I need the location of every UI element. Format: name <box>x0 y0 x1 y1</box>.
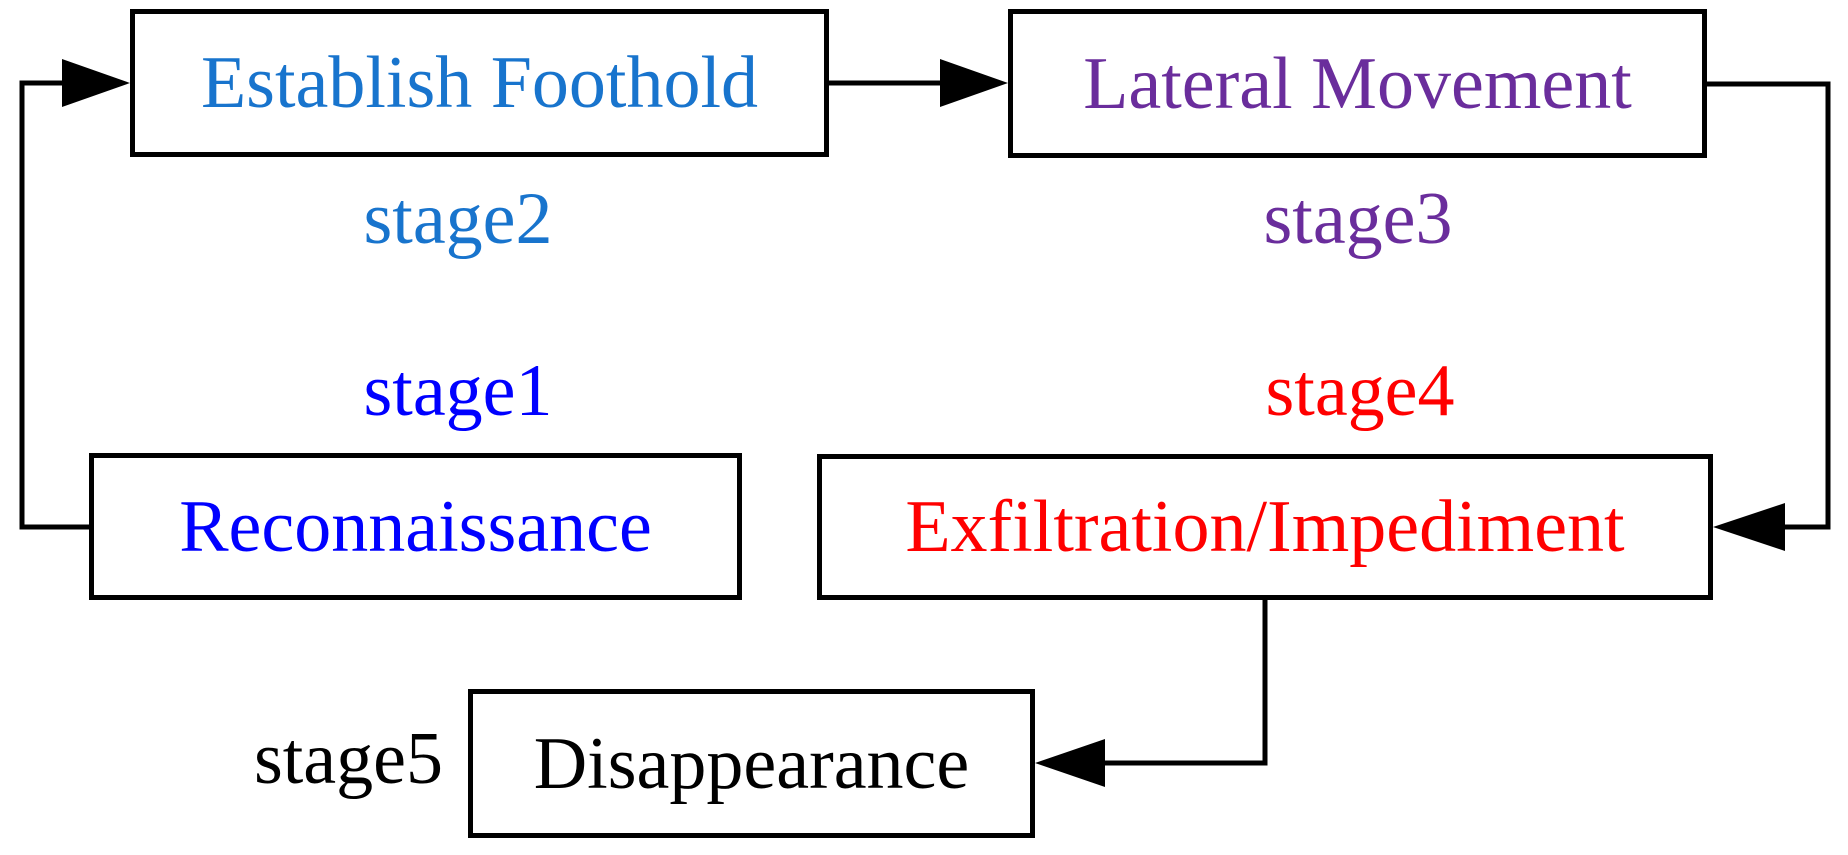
edge-lateral-movement-to-exfiltration <box>1707 81 1831 551</box>
arrowhead-right-icon <box>940 59 1008 107</box>
node-lateral-movement-label: Lateral Movement <box>1083 42 1632 125</box>
node-reconnaissance: Reconnaissance <box>89 453 742 600</box>
node-establish-foothold: Establish Foothold <box>130 9 829 157</box>
stage3-label: stage3 <box>1263 178 1453 260</box>
node-disappearance-label: Disappearance <box>533 722 970 805</box>
arrowhead-left-icon <box>1035 739 1105 787</box>
stage4-label: stage4 <box>1265 350 1455 432</box>
arrowhead-right-icon <box>62 59 130 107</box>
node-exfiltration: Exfiltration/Impediment <box>817 454 1713 600</box>
node-exfiltration-label: Exfiltration/Impediment <box>905 486 1625 568</box>
edge-establish-foothold-to-lateral-movement <box>829 59 1008 107</box>
stage2-label: stage2 <box>363 178 553 260</box>
node-establish-foothold-label: Establish Foothold <box>200 42 759 124</box>
node-reconnaissance-label: Reconnaissance <box>179 485 652 568</box>
arrowhead-left-icon <box>1713 503 1785 551</box>
edge-exfiltration-to-disappearance <box>1035 600 1268 787</box>
edge-reconnaissance-to-establish-foothold <box>19 59 130 530</box>
stage1-label: stage1 <box>363 350 553 432</box>
stage5-label: stage5 <box>253 718 443 800</box>
node-disappearance: Disappearance <box>468 689 1035 838</box>
node-lateral-movement: Lateral Movement <box>1008 9 1707 158</box>
